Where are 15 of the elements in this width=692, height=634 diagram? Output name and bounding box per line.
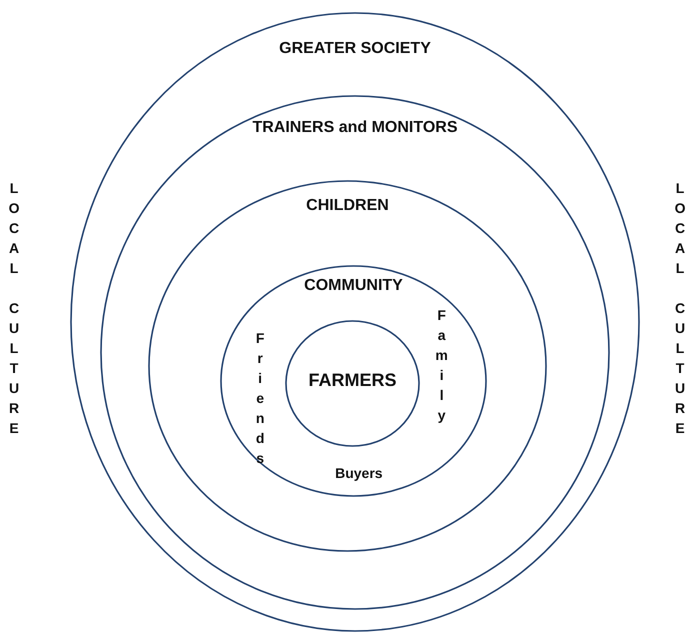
ring-label: Buyers xyxy=(335,465,383,482)
ring-title: CHILDREN xyxy=(306,197,389,216)
ring-title: GREATER SOCIETY xyxy=(279,40,431,58)
ring-title: TRAINERS and MONITORS xyxy=(252,119,458,138)
ellipse-ring xyxy=(100,95,610,610)
ring-label: Friends xyxy=(252,330,268,470)
ring-title: COMMUNITY xyxy=(304,277,403,296)
ellipse-ring xyxy=(285,320,420,447)
ellipse-ring xyxy=(148,180,547,552)
side-label: LOCAL CULTURE xyxy=(6,180,22,440)
side-label: LOCAL CULTURE xyxy=(672,180,688,440)
ring-title: FARMERS xyxy=(308,370,396,391)
ellipse-ring xyxy=(220,265,487,497)
ring-label: Family xyxy=(434,307,450,427)
ellipse-ring xyxy=(70,12,640,632)
